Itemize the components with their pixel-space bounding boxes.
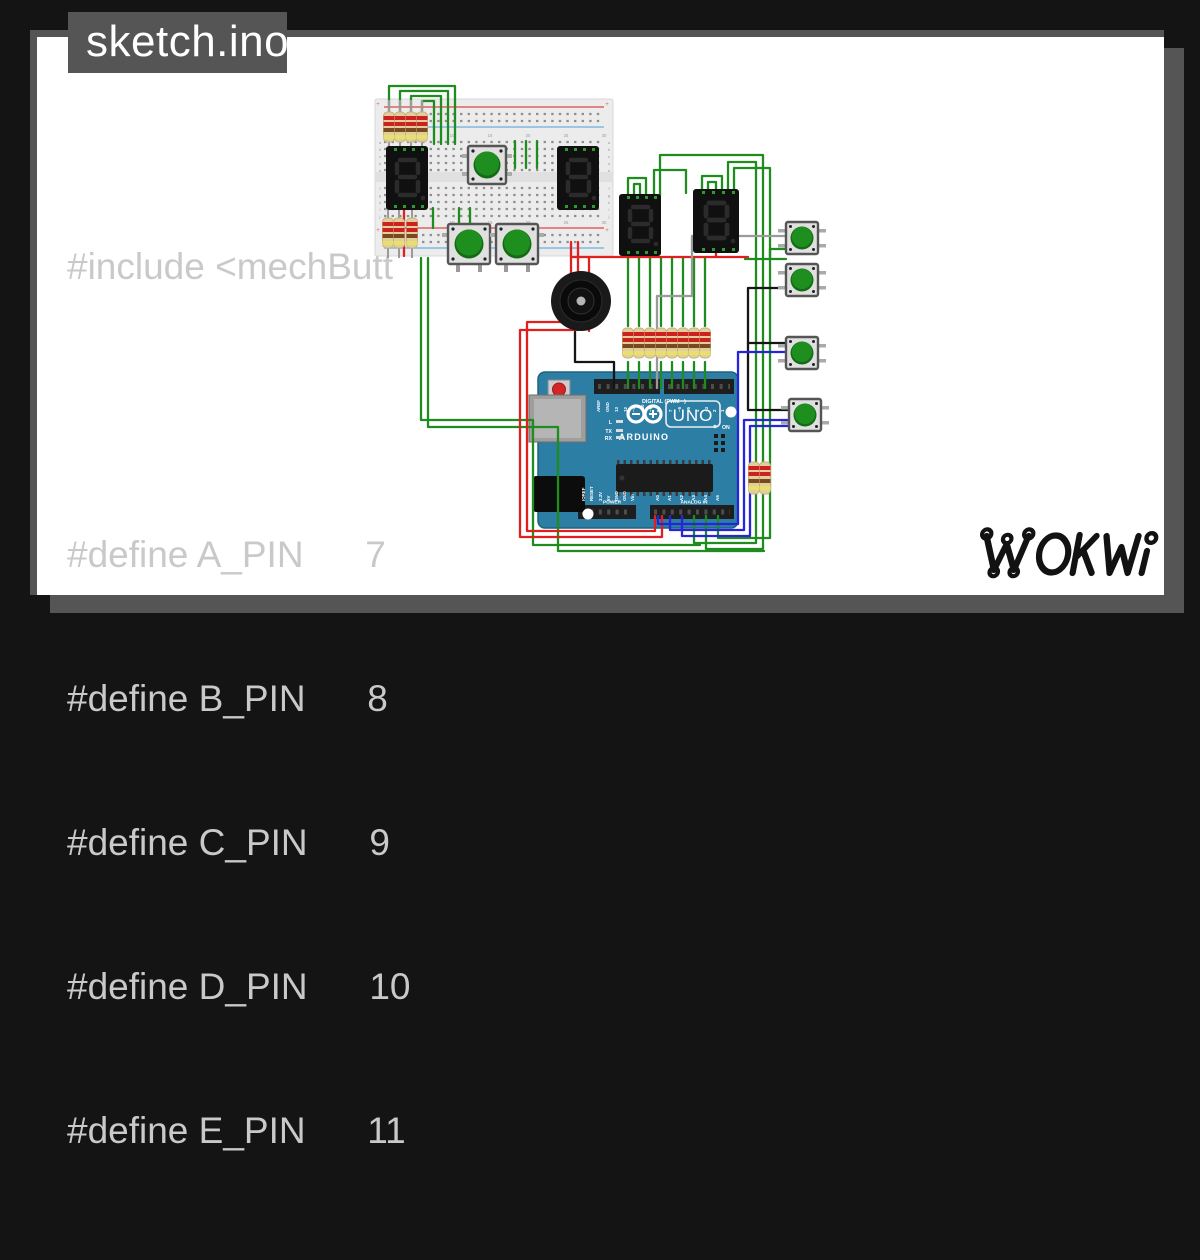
code-line: #include <mechButt [67,246,394,287]
code-editor-preview: #include <mechButt #define A_PIN 7 #defi… [67,147,425,1260]
page-background: sketch.ino #include <mechButt #define A_… [30,12,1164,1260]
code-line: #define D_PIN 10 [67,966,411,1007]
sketch-filename-tab: sketch.ino [68,12,289,73]
code-line: #define C_PIN 9 [67,822,390,863]
code-line: #define B_PIN 8 [67,678,388,719]
wokwi-logo [980,527,1159,579]
code-line: #define A_PIN 7 [67,534,386,575]
code-line: #define E_PIN 11 [67,1110,406,1151]
code-line [67,387,425,435]
code-line: #define F_PIN 12 [67,1251,425,1260]
